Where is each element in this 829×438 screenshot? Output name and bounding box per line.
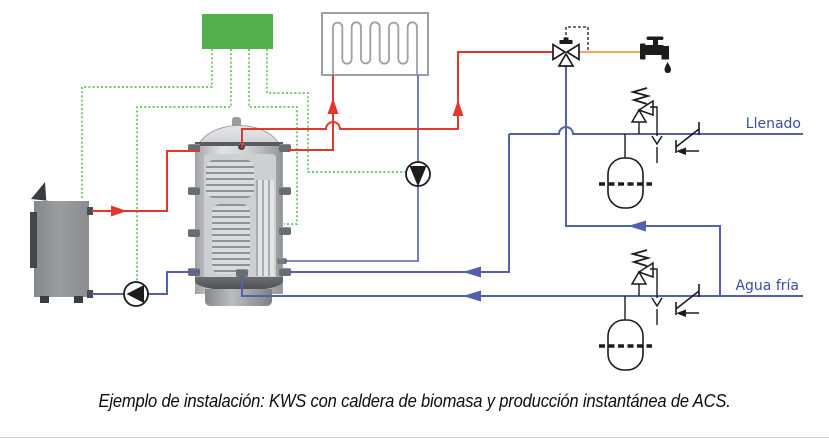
boiler-flow-port: [87, 207, 93, 215]
tank-port: [279, 227, 291, 235]
pipe-filling-riser: [290, 134, 510, 273]
tank-base: [205, 289, 272, 306]
tank-port-filling: [279, 268, 291, 276]
biomass-boiler: [34, 201, 89, 297]
tap-stem: [653, 39, 658, 46]
tank-bottom-band: [195, 277, 283, 290]
flow-arrow-up-icon: [452, 100, 464, 116]
valve-port: [552, 42, 567, 62]
wire-to-boiler-pump: [136, 49, 232, 281]
tank-cutaway: [204, 154, 276, 280]
boiler-return-port: [87, 290, 93, 298]
heating-pump: [405, 161, 431, 187]
valve-port: [557, 52, 575, 67]
radiator: [321, 12, 429, 76]
caption-text: Ejemplo de instalación: KWS con caldera …: [98, 391, 731, 411]
tank-top-nub: [232, 117, 241, 128]
tap-handle: [646, 36, 664, 40]
heating-controller: [202, 14, 273, 49]
pump-rotor-icon: [409, 166, 427, 187]
hot-water-tap-icon: [640, 36, 671, 74]
capillary-line: [565, 26, 589, 51]
boiler-side-panel: [30, 212, 37, 268]
cold-pipes: [92, 61, 803, 297]
valve-cap: [559, 40, 573, 44]
boiler-pump: [123, 281, 149, 307]
wire-to-tank-sensor: [248, 49, 298, 225]
flow-arrow-up-icon: [327, 98, 339, 114]
pipe-dhw-hot: [241, 51, 556, 148]
diagram-caption: Ejemplo de instalación: KWS con caldera …: [0, 391, 829, 412]
pipe-cold-water-line: [241, 276, 803, 297]
tank-port-heating-flow: [279, 144, 291, 152]
tank-tubes: [256, 180, 274, 276]
safety-group-filling: [597, 86, 701, 210]
wire-to-heating-pump: [266, 49, 406, 173]
tank-shell: [195, 146, 283, 294]
flow-arrow-left-icon: [463, 290, 481, 302]
tank-port: [279, 187, 291, 195]
tank-port: [188, 229, 200, 237]
valve-knob: [563, 37, 569, 41]
flow-arrow-left-icon: [628, 220, 646, 232]
label-filling: Llenado: [745, 116, 801, 132]
control-wires: [81, 49, 406, 281]
tank-port: [188, 187, 200, 195]
tap-body: [645, 45, 664, 55]
tap-flange: [640, 43, 646, 60]
flow-arrow-right-icon: [111, 205, 127, 217]
dhw-coil-upper: [206, 160, 254, 198]
pipe-boiler-flow: [92, 150, 200, 212]
label-cold-water: Agua fría: [735, 278, 799, 294]
valve-port: [565, 42, 580, 62]
cold-flow-arrows: [463, 220, 646, 302]
thermostatic-mixing-valve: [552, 26, 589, 67]
dhw-coil-lower: [212, 204, 250, 274]
water-drop-icon: [664, 62, 671, 74]
boiler-foot: [74, 296, 83, 303]
wire-to-boiler: [81, 49, 213, 198]
hot-flow-arrows: [111, 98, 464, 217]
tap-spout: [661, 46, 669, 60]
tank-port-cold-in: [236, 269, 248, 277]
flow-arrow-left-icon: [463, 266, 481, 278]
pump-rotor-icon: [126, 285, 144, 303]
tank-port-flow-in: [188, 144, 200, 152]
boiler-foot: [40, 296, 49, 303]
pipe-heating-return: [284, 75, 419, 262]
safety-group-cold-water: [597, 248, 701, 372]
pipe-heating-flow: [288, 75, 334, 151]
radiator-serpentine: [332, 21, 418, 75]
tank-port-heating-return: [277, 258, 287, 264]
